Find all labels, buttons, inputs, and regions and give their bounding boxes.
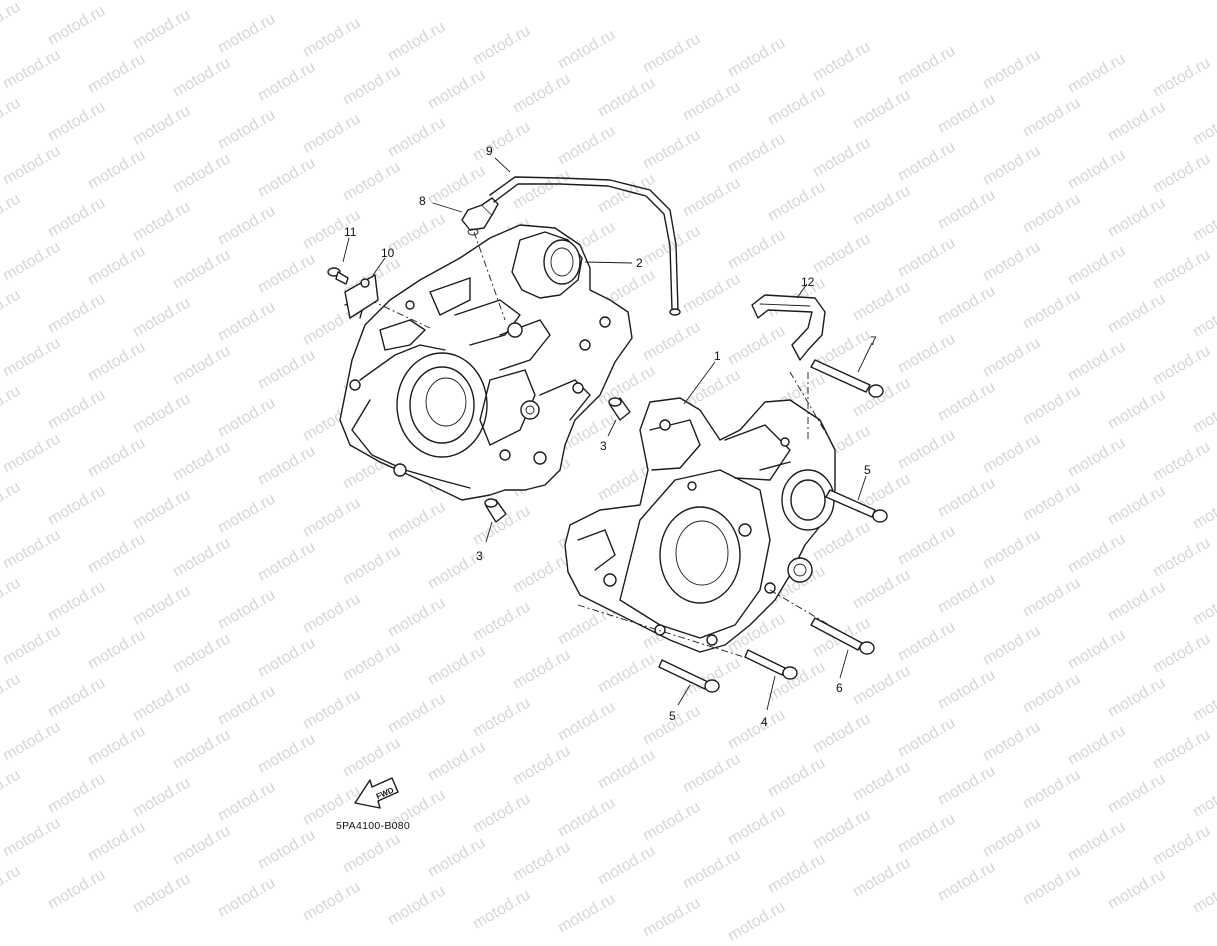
callout-11: 11: [344, 225, 357, 239]
callout-2: 2: [636, 256, 643, 270]
callout-9: 9: [486, 144, 493, 158]
crankcase-left-half: [339, 224, 633, 501]
bolt-11: [327, 237, 350, 285]
callout-3-upper: 3: [600, 439, 607, 453]
dowel-pin-upper: [607, 397, 631, 437]
bolt-4: [744, 649, 798, 711]
callout-5-upper: 5: [864, 463, 871, 477]
bolt-5-lower: [658, 659, 720, 706]
fwd-arrow-icon: FWD: [354, 777, 399, 809]
bolt-5-upper: [825, 475, 888, 523]
callout-6: 6: [836, 681, 843, 695]
callout-12: 12: [801, 275, 815, 289]
clamp-plate: [344, 257, 386, 319]
leader-2: [584, 261, 633, 264]
callout-8: 8: [419, 194, 426, 208]
crankcase-right-half: [564, 371, 859, 663]
hose-guide: [751, 283, 826, 361]
crankcase-drawing: 1 2 3 3 4 5 5 6 7 8 9 10 11 12 FWD: [327, 144, 888, 809]
leader-1: [683, 361, 716, 405]
callout-1: 1: [714, 349, 721, 363]
breather-hose: [489, 157, 681, 316]
callout-10: 10: [381, 246, 395, 260]
bolt-7: [810, 342, 884, 398]
callout-3-lower: 3: [476, 549, 483, 563]
dowel-pin-lower: [484, 498, 507, 543]
callout-5-lower: 5: [669, 709, 676, 723]
bolt-6: [810, 617, 875, 679]
callout-4: 4: [761, 715, 768, 729]
diagram-code: 5PA4100-B080: [336, 820, 411, 832]
callout-7: 7: [870, 334, 877, 348]
